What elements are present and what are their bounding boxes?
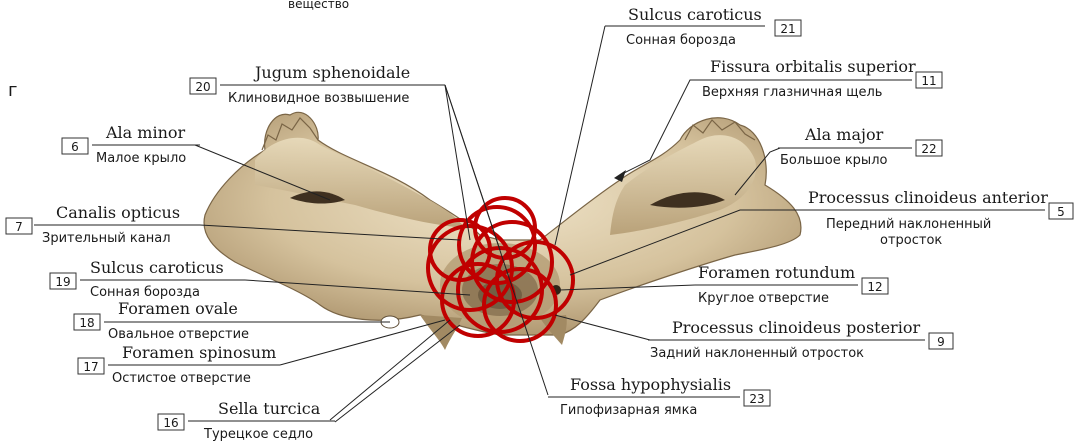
latin-label: Sella turcica xyxy=(218,399,321,418)
label-11: Fissura orbitalis superior Верхняя глазн… xyxy=(700,57,942,100)
label-20: Jugum sphenoidale Клиновидное возвышение… xyxy=(190,63,445,106)
latin-label: Foramen ovale xyxy=(118,299,238,318)
russian-label: Зрительный канал xyxy=(42,231,171,246)
label-number: 23 xyxy=(749,392,764,406)
latin-label: Fissura orbitalis superior xyxy=(710,57,916,76)
latin-label: Foramen rotundum xyxy=(698,263,855,282)
label-23: Fossa hypophysialis Гипофизарная ямка 23 xyxy=(548,375,770,418)
label-number: 22 xyxy=(921,142,936,156)
label-12: Foramen rotundum Круглое отверстие 12 xyxy=(695,263,888,306)
latin-label: Foramen spinosum xyxy=(122,343,276,362)
label-18: Foramen ovale Овальное отверстие 18 xyxy=(74,299,275,342)
label-number: 5 xyxy=(1057,205,1065,219)
latin-label: Fossa hypophysialis xyxy=(570,375,731,394)
label-19: Sulcus caroticus Сонная борозда 19 xyxy=(50,258,245,300)
latin-label: Jugum sphenoidale xyxy=(253,63,410,82)
russian-label: Малое крыло xyxy=(96,151,186,166)
label-22: Ala major Большое крыло 22 xyxy=(778,125,942,168)
label-number: 7 xyxy=(15,220,23,234)
russian-label: Гипофизарная ямка xyxy=(560,403,697,418)
latin-label: Canalis opticus xyxy=(56,203,180,222)
label-number: 19 xyxy=(55,275,70,289)
label-number: 17 xyxy=(83,360,98,374)
russian-label: Задний наклоненный отросток xyxy=(650,346,864,361)
label-number: 20 xyxy=(195,80,210,94)
russian-label: Верхняя глазничная щель xyxy=(702,85,882,100)
latin-label: Sulcus caroticus xyxy=(90,258,224,277)
latin-label: Ala minor xyxy=(105,123,186,142)
panel-letter: г xyxy=(8,80,17,101)
russian-label: Сонная борозда xyxy=(90,285,200,300)
latin-label: Sulcus caroticus xyxy=(628,5,762,24)
russian-label: Сонная борозда xyxy=(626,33,736,48)
russian-label-line2: отросток xyxy=(880,233,942,248)
russian-label: Круглое отверстие xyxy=(698,291,829,306)
label-number: 18 xyxy=(79,316,94,330)
label-6: Ala minor Малое крыло 6 xyxy=(62,123,200,166)
russian-label: Клиновидное возвышение xyxy=(228,91,409,106)
label-number: 16 xyxy=(163,416,178,430)
label-number: 21 xyxy=(780,22,795,36)
russian-label: Большое крыло xyxy=(780,153,887,168)
label-7: Canalis opticus Зрительный канал 7 xyxy=(6,203,200,246)
russian-label: Турецкое седло xyxy=(203,427,313,442)
sphenoid-bone-illustration xyxy=(204,112,801,350)
label-number: 6 xyxy=(71,140,79,154)
russian-label: Передний наклоненный xyxy=(826,217,991,232)
label-number: 12 xyxy=(867,280,882,294)
top-fragment-text: вещество xyxy=(288,0,349,11)
latin-label: Processus clinoideus anterior xyxy=(808,188,1048,207)
label-16: Sella turcica Турецкое седло 16 xyxy=(158,399,335,442)
label-5: Processus clinoideus anterior Передний н… xyxy=(800,188,1073,248)
latin-label: Processus clinoideus posterior xyxy=(672,318,920,337)
russian-label: Овальное отверстие xyxy=(108,327,249,342)
label-17: Foramen spinosum Остистое отверстие 17 xyxy=(78,343,280,386)
label-21: Sulcus caroticus Сонная борозда 21 xyxy=(605,5,801,48)
russian-label: Остистое отверстие xyxy=(112,371,251,386)
label-9: Processus clinoideus posterior Задний на… xyxy=(648,318,953,361)
label-number: 9 xyxy=(937,335,945,349)
latin-label: Ala major xyxy=(804,125,884,144)
label-number: 11 xyxy=(921,74,936,88)
